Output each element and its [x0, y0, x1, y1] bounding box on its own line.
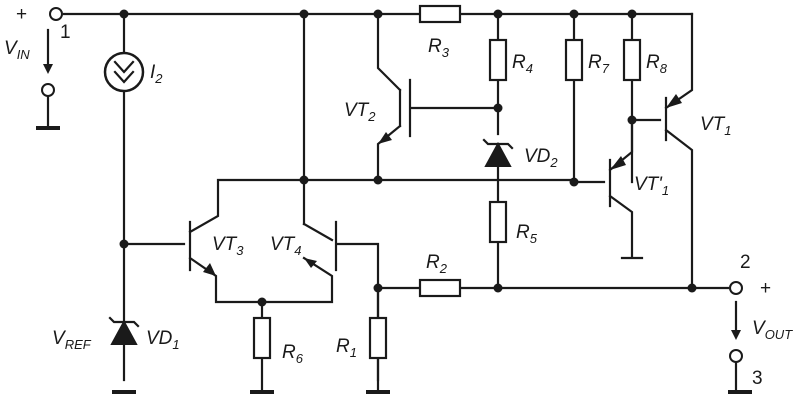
resistor-r5	[488, 200, 508, 244]
resistor-r7	[564, 38, 584, 82]
label-plus-in: +	[16, 4, 27, 25]
voltage-arrows	[43, 28, 741, 340]
label-vin: VIN	[4, 38, 30, 62]
label-plus-out: +	[760, 278, 771, 299]
label-vt1-prime: VT'1	[634, 174, 669, 198]
resistors	[252, 4, 642, 360]
resistor-r8	[622, 38, 642, 82]
vt1-emitter-arrow	[666, 94, 682, 108]
terminal-3	[729, 349, 743, 363]
label-node-2: 2	[740, 252, 751, 273]
labels: + VIN 1 I2 R3 R4 R7 R8 VT2 VT1 VD2 VT'1 …	[4, 4, 793, 389]
label-r7: R7	[588, 52, 610, 76]
label-r1: R1	[336, 336, 357, 360]
transistor-arrows	[203, 94, 682, 276]
resistor-r1	[368, 316, 388, 360]
vt1p-emitter-arrow	[610, 156, 626, 170]
label-r6: R6	[282, 342, 304, 366]
resistor-r2	[418, 278, 462, 298]
label-vd1: VD1	[146, 328, 180, 352]
zener-vd1	[108, 316, 140, 345]
label-r3: R3	[428, 36, 450, 60]
terminal-2	[729, 281, 743, 295]
label-vt2: VT2	[344, 100, 376, 124]
label-r2: R2	[426, 252, 448, 276]
label-vt4: VT4	[270, 234, 302, 258]
terminal-1	[49, 7, 63, 21]
vt4-emitter-arrow	[304, 258, 317, 268]
label-r5: R5	[516, 222, 538, 246]
label-node-1: 1	[60, 22, 71, 43]
terminals	[41, 7, 743, 363]
wires	[36, 12, 752, 394]
resistor-r6	[252, 316, 272, 360]
label-vt1: VT1	[700, 114, 732, 138]
current-source-i2	[103, 51, 145, 93]
label-vd2: VD2	[524, 146, 558, 170]
resistor-r3	[418, 4, 462, 24]
resistor-r4	[488, 38, 508, 82]
label-r4: R4	[512, 52, 533, 76]
terminal-vin-ground	[41, 83, 55, 97]
vt2-emitter-arrow	[378, 132, 392, 144]
label-i2: I2	[150, 62, 163, 86]
label-vout: VOUT	[752, 318, 793, 342]
zener-vd2	[482, 138, 514, 167]
vt3-emitter-arrow	[203, 263, 216, 276]
label-node-3: 3	[752, 368, 763, 389]
junction-dots	[119, 9, 697, 307]
label-r8: R8	[646, 52, 668, 76]
label-vt3: VT3	[212, 234, 244, 258]
label-vref: VREF	[52, 328, 92, 352]
